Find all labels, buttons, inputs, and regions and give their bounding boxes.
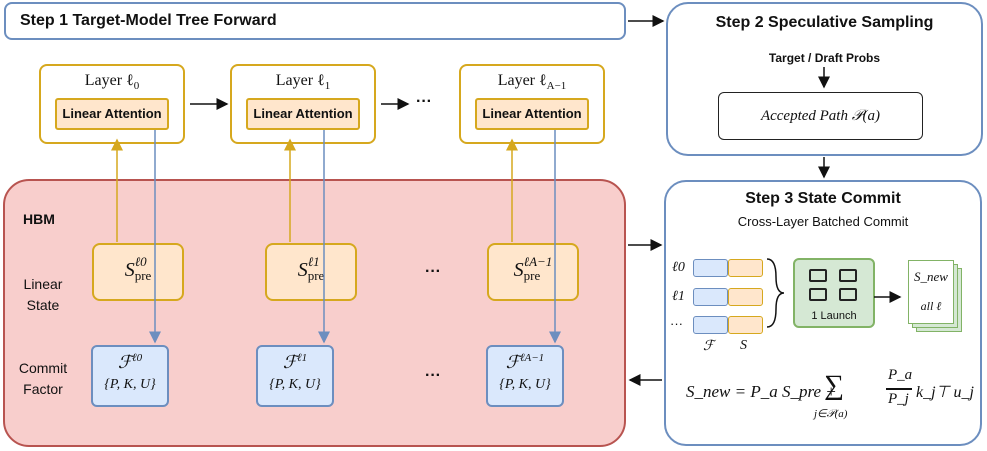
row-label-more: ··· bbox=[670, 316, 683, 331]
cell-f-0 bbox=[693, 259, 728, 277]
cell-f-2 bbox=[693, 316, 728, 334]
commit-factor-last: ℱℓA−1 {P, K, U} bbox=[486, 345, 564, 407]
step2-title: Step 2 Speculative Sampling bbox=[715, 14, 934, 31]
cell-s-2 bbox=[728, 316, 763, 334]
all-layers-label: all ℓ bbox=[920, 299, 942, 313]
layer-box-last: Layer ℓA−1 Linear Attention bbox=[459, 64, 605, 144]
sum-symbol: ∑ bbox=[824, 370, 844, 401]
state-ellipsis: ··· bbox=[425, 263, 441, 280]
snew-label: S_new bbox=[914, 269, 948, 284]
grid-icon-cell bbox=[809, 288, 827, 301]
commit-factor-1: ℱℓ1 {P, K, U} bbox=[256, 345, 334, 407]
col-label-f: ℱ bbox=[703, 339, 715, 354]
launch-label: 1 Launch bbox=[811, 310, 857, 322]
step3-panel: Step 3 State Commit Cross-Layer Batched … bbox=[664, 180, 982, 446]
hbm-label: HBM bbox=[23, 211, 55, 227]
layer-title-0: Layer ℓ0 bbox=[84, 72, 140, 93]
step3-subtitle: Cross-Layer Batched Commit bbox=[737, 214, 909, 229]
grid-icon-cell bbox=[809, 269, 827, 282]
row-label-commit-factor: Commit Factor bbox=[18, 360, 68, 397]
row-label-l1: ℓ1 bbox=[672, 289, 685, 304]
linear-attention-1: Linear Attention bbox=[246, 98, 360, 130]
col-label-s: S bbox=[740, 338, 747, 353]
cell-s-0 bbox=[728, 259, 763, 277]
step3-title: Step 3 State Commit bbox=[745, 190, 901, 207]
sum-index: j∈𝒫(a) bbox=[814, 408, 848, 420]
grid-icon-cell bbox=[839, 269, 857, 282]
linear-attention-last: Linear Attention bbox=[475, 98, 589, 130]
frac-bar bbox=[886, 388, 912, 390]
frac-numerator: P_a bbox=[888, 367, 913, 383]
step1-title-box: Step 1 Target-Model Tree Forward bbox=[4, 2, 626, 40]
accepted-path-box: Accepted Path 𝒫(a) bbox=[718, 92, 923, 140]
linear-attention-0: Linear Attention bbox=[55, 98, 169, 130]
brace-icon bbox=[766, 258, 785, 328]
layer-title-last: Layer ℓA−1 bbox=[497, 72, 567, 93]
row-label-linear-state: Linear State bbox=[23, 276, 63, 313]
formula-tail: k_j⊤ u_j bbox=[916, 384, 974, 401]
layer-title-1: Layer ℓ1 bbox=[275, 72, 331, 93]
probs-label: Target / Draft Probs bbox=[768, 51, 881, 65]
cell-f-1 bbox=[693, 288, 728, 306]
factor-ellipsis: ··· bbox=[425, 367, 441, 384]
step1-title: Step 1 Target-Model Tree Forward bbox=[20, 12, 277, 29]
row-label-l0: ℓ0 bbox=[672, 260, 685, 275]
accepted-path-label: Accepted Path 𝒫(a) bbox=[760, 108, 881, 124]
grid-icon-cell bbox=[839, 288, 857, 301]
launch-box: 1 Launch bbox=[793, 258, 875, 328]
layer-ellipsis: ··· bbox=[416, 93, 432, 110]
cell-s-1 bbox=[728, 288, 763, 306]
output-card-front: S_new all ℓ bbox=[908, 260, 954, 324]
frac-denominator: P_j bbox=[888, 391, 909, 407]
formula-lhs: S_new = P_a S_pre + bbox=[686, 382, 837, 401]
commit-factor-0: ℱℓ0 {P, K, U} bbox=[91, 345, 169, 407]
layer-box-1: Layer ℓ1 Linear Attention bbox=[230, 64, 376, 144]
